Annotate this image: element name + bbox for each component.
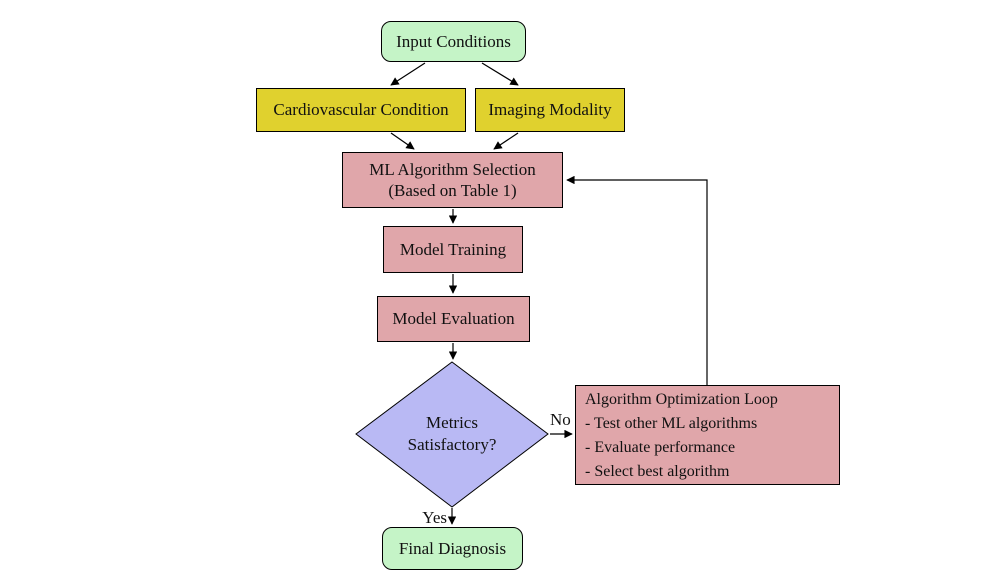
node-ml-algorithm-selection: ML Algorithm Selection (Based on Table 1… (342, 152, 563, 208)
arrow-optimization-feedback-to-ml-selection (566, 175, 708, 385)
arrow-imaging-to-ml-selection (493, 132, 519, 150)
arrow-input-to-cardiovascular (390, 62, 426, 86)
node-input-conditions: Input Conditions (381, 21, 526, 62)
node-final-diagnosis: Final Diagnosis (382, 527, 523, 570)
arrow-input-to-imaging (481, 62, 519, 86)
node-model-training: Model Training (383, 226, 523, 273)
decision-line2: Satisfactory? (407, 435, 497, 454)
edge-label-yes: Yes (422, 508, 447, 527)
edge-label-no: No (550, 410, 571, 429)
ml-selection-line1: ML Algorithm Selection (369, 159, 536, 179)
ml-selection-line2: (Based on Table 1) (388, 181, 517, 200)
optimization-loop-item: - Select best algorithm (585, 463, 730, 480)
optimization-loop-item: - Evaluate performance (585, 439, 736, 456)
decision-line1: Metrics (426, 412, 478, 432)
node-cardiovascular-condition: Cardiovascular Condition (256, 88, 466, 132)
node-decision-metrics: Metrics Satisfactory? (367, 407, 537, 461)
node-model-evaluation: Model Evaluation (377, 296, 530, 342)
optimization-loop-item: - Test other ML algorithms (585, 415, 758, 432)
decision-diamond-shape (355, 361, 549, 508)
arrow-cardiovascular-to-ml-selection (390, 132, 415, 150)
node-imaging-modality: Imaging Modality (475, 88, 625, 132)
node-algorithm-optimization-loop: Algorithm Optimization Loop - Test other… (575, 385, 840, 485)
optimization-loop-title: Algorithm Optimization Loop (585, 391, 778, 408)
